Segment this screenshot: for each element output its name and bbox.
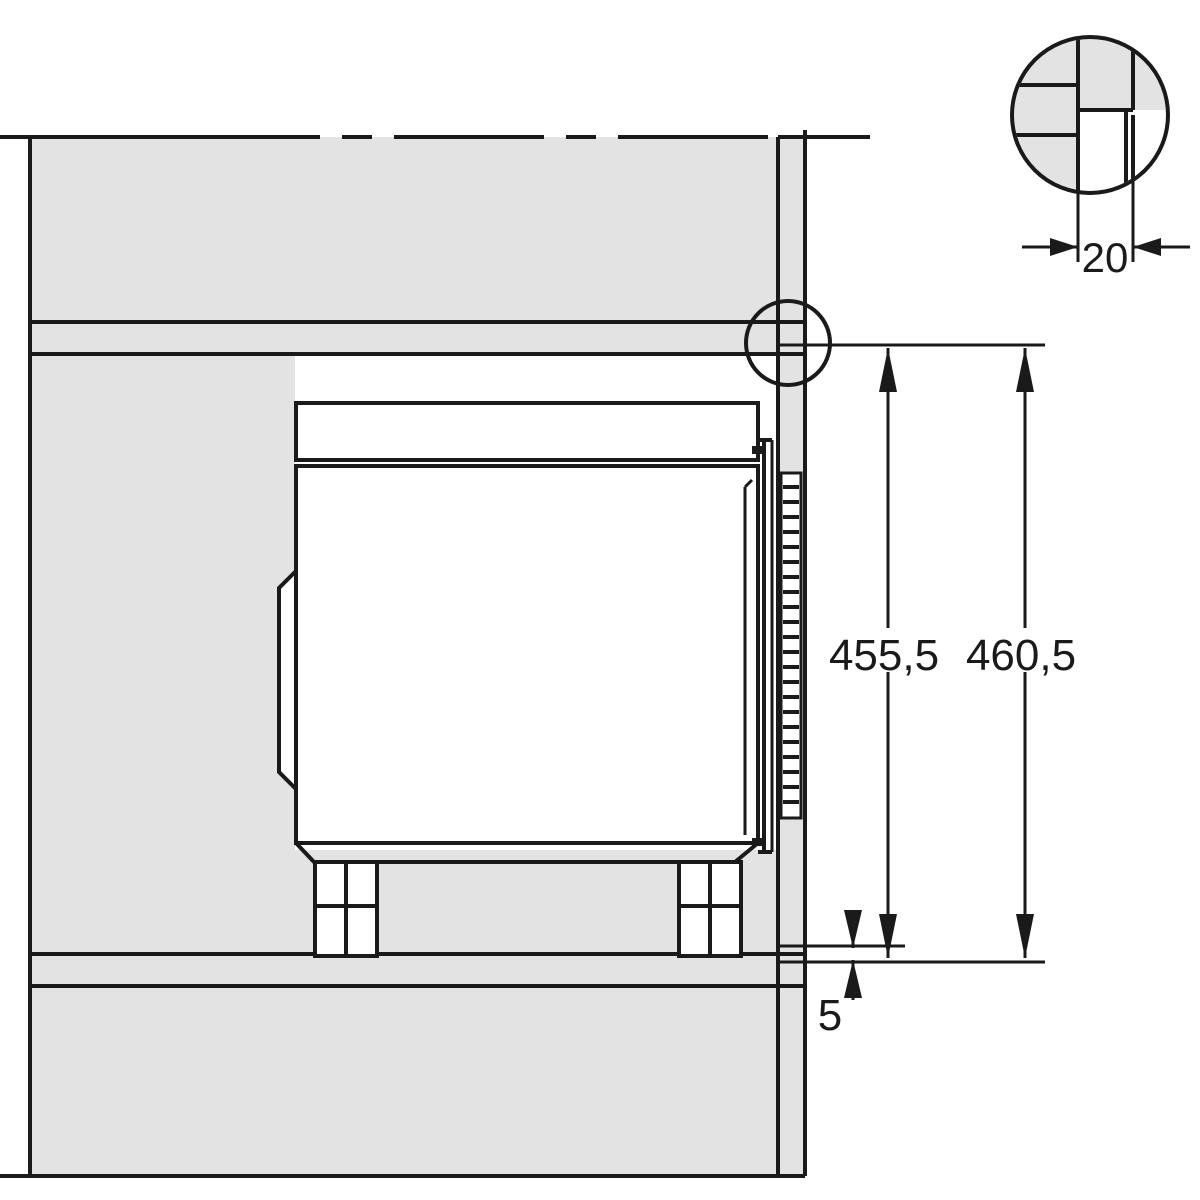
dimension-455-5: 455,5 [829,348,939,958]
cabinet-below-appliance [30,850,805,954]
dim20-arrow-right [1133,238,1161,256]
oven-cavity-body [294,464,760,845]
cabinet-upper-block [30,137,805,322]
detail-callout-circle [1010,35,1170,195]
cabinet-shelf-band [30,322,805,354]
dim20-label: 20 [1082,234,1129,281]
oven-underside-chamfer [294,841,760,864]
dim460-arrow-bottom [1016,914,1034,958]
detail-left-fill-a [1014,85,1078,135]
ventilation-grille-slots [783,485,799,804]
extension-lines [778,343,1045,964]
detail-source-circle [744,299,832,387]
detail-callout-group [1010,35,1170,262]
dim20-arrow-left [1050,238,1078,256]
dimension-20: 20 [1022,234,1190,281]
door-top-bracket [752,446,764,454]
dim455-label: 455,5 [829,631,939,680]
detail-wall-fill [1078,39,1133,110]
dim455-arrow-top [879,348,897,392]
cabinet-lower-block [30,986,805,1176]
dim5-arrow-upper [844,910,862,948]
dimension-5: 5 [818,910,862,1040]
oven-rear-connector [277,566,298,794]
oven-top-panel [294,401,760,462]
dim460-label: 460,5 [966,631,1076,680]
dim460-arrow-top [1016,348,1034,392]
dim5-label: 5 [818,991,842,1040]
support-foot-left [313,860,379,958]
oven-inner-glass-chamfer [743,478,754,489]
door-bottom-bracket [752,838,764,846]
dimension-460-5: 460,5 [966,348,1076,958]
dim5-arrow-lower [844,960,862,998]
dim455-arrow-bottom [879,914,897,958]
cabinet-bottom-shelf [30,954,805,986]
support-foot-right [677,860,743,958]
appliance-oven [277,401,803,958]
detail-inner-lines [1014,39,1135,191]
cabinet-carcass [30,137,805,1176]
ventilation-grille-frame [779,471,803,820]
